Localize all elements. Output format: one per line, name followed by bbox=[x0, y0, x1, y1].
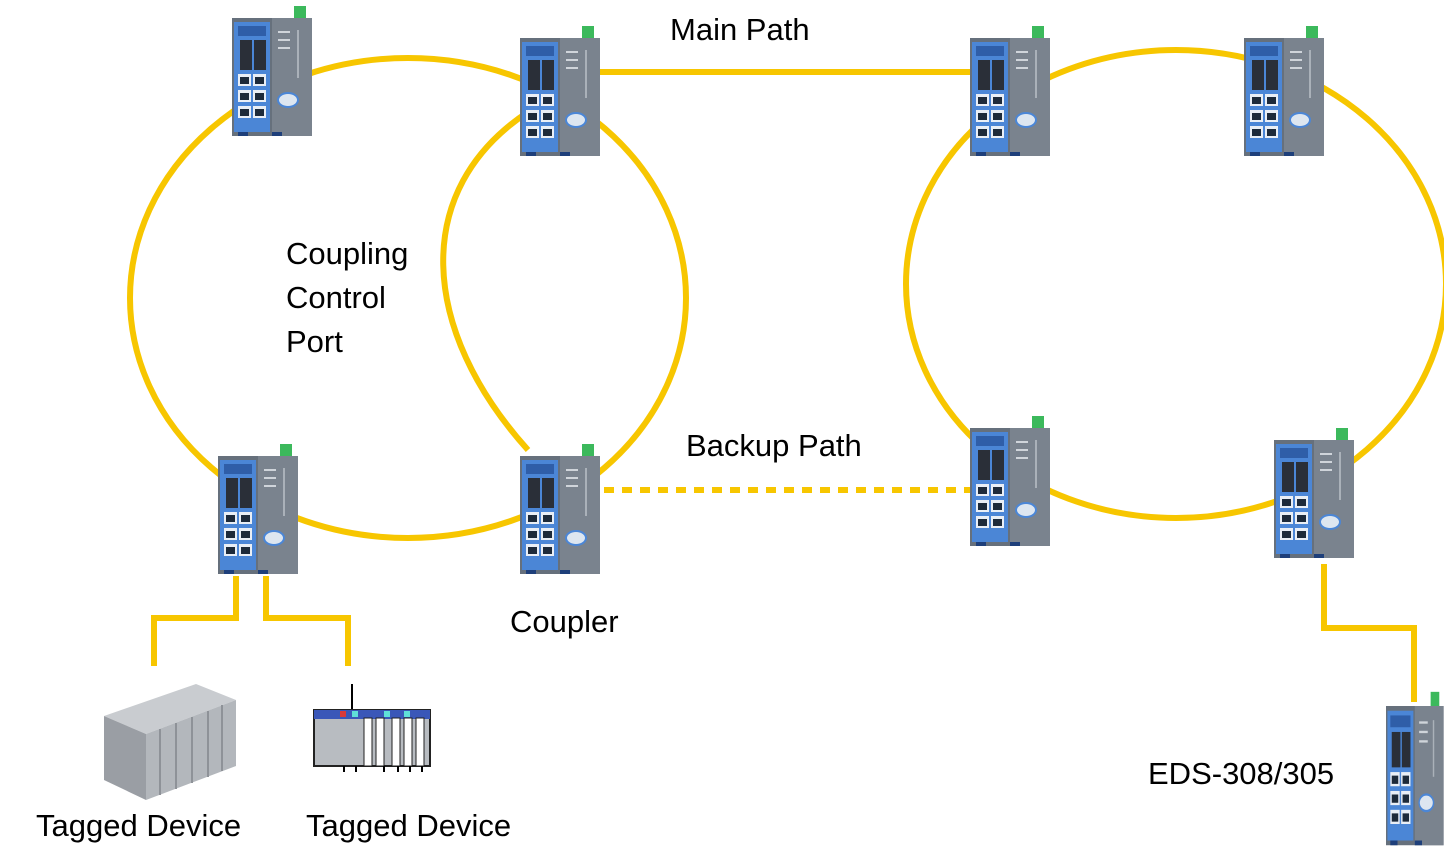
eds-device-link bbox=[1321, 564, 1417, 702]
eds-switch-icon bbox=[1384, 690, 1444, 847]
tagged-device-2-link bbox=[263, 576, 351, 666]
main-path-label: Main Path bbox=[670, 12, 810, 47]
switch-top-center-icon bbox=[519, 25, 601, 157]
tagged-device-1-label: Tagged Device bbox=[36, 808, 242, 843]
coupler-switch-icon bbox=[519, 443, 601, 575]
switch-backup-path-icon bbox=[969, 415, 1051, 547]
switch-top-right-icon bbox=[1243, 25, 1325, 157]
coupling-control-port-line2: Control bbox=[286, 280, 386, 315]
switch-main-path-icon bbox=[969, 25, 1051, 157]
left-ring-link bbox=[127, 55, 689, 541]
coupling-control-port-line3: Port bbox=[286, 324, 343, 359]
tagged-device-1-link bbox=[151, 576, 239, 666]
switch-bottom-right-icon bbox=[1273, 427, 1355, 559]
coupling-control-port-line1: Coupling bbox=[286, 236, 409, 271]
plc-icon bbox=[104, 684, 236, 800]
switch-bottom-left-icon bbox=[217, 443, 299, 575]
backup-path-label: Backup Path bbox=[686, 428, 862, 463]
device-model-label: EDS-308/305 bbox=[1148, 756, 1335, 791]
tagged-device-2-label: Tagged Device bbox=[306, 808, 512, 843]
coupler-label: Coupler bbox=[510, 604, 619, 639]
links bbox=[127, 47, 1444, 702]
coupling-inner-link bbox=[440, 109, 531, 453]
switch-top-left-icon bbox=[231, 5, 313, 137]
right-ring-link bbox=[903, 47, 1444, 521]
io-module-icon bbox=[313, 684, 431, 772]
